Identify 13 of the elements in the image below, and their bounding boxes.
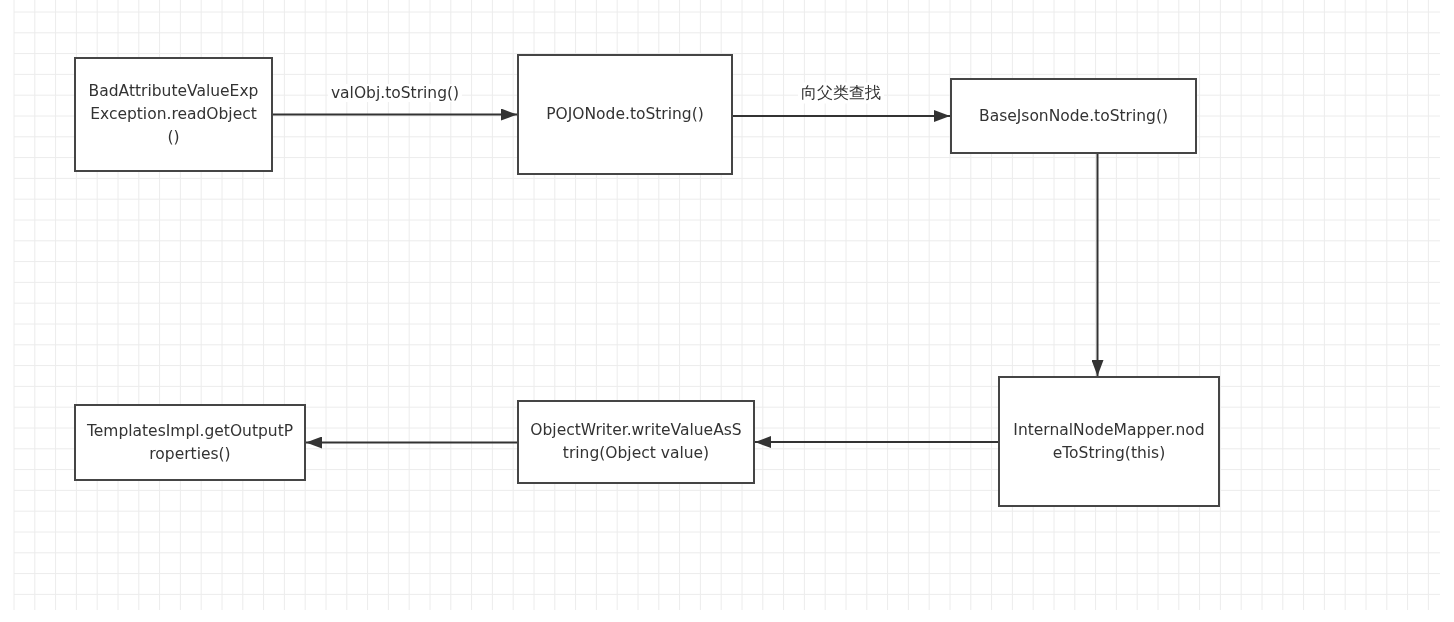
arrow (1091, 153, 1104, 377)
process-box: TemplatesImpl.getOutputProperties() (74, 404, 306, 481)
arrow (305, 436, 518, 449)
arrow (272, 108, 518, 121)
arrow (754, 436, 999, 448)
process-box: ObjectWriter.writeValueAsString(Object value) (517, 400, 755, 484)
edge-label: 向父类查找 (798, 82, 884, 104)
process-box: InternalNodeMapper.nodeToString(this) (998, 376, 1220, 507)
process-box: POJONode.toString() (517, 54, 733, 175)
edge-label: valObj.toString() (327, 84, 463, 102)
process-box: BaseJsonNode.toString() (950, 78, 1197, 154)
process-box: BadAttributeValueExpException.readObject() (74, 57, 273, 172)
arrow (732, 110, 951, 122)
